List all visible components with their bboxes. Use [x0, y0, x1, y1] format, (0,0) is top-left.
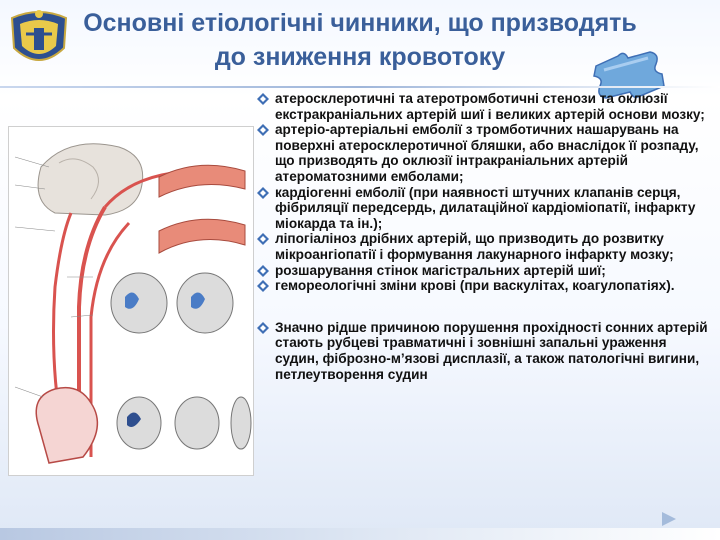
- bullet-item: розшарування стінок магістральних артері…: [252, 263, 714, 279]
- diamond-bullet-icon: [257, 321, 269, 334]
- cerebral-circulation-figure: [8, 126, 254, 476]
- next-slide-arrow-icon[interactable]: [658, 508, 680, 530]
- university-emblem-icon: [10, 10, 68, 61]
- title-line-1: Основні етіологічні чинники, що призводя…: [83, 9, 637, 37]
- diamond-bullet-icon: [257, 280, 269, 293]
- bullet-list: атеросклеротичні та атеротромботичні сте…: [252, 91, 714, 382]
- bullet-item: ліпогіаліноз дрібних артерій, що призвод…: [252, 231, 714, 262]
- diamond-bullet-icon: [257, 93, 269, 105]
- page-title: Основні етіологічні чинники, що призводя…: [80, 6, 640, 74]
- vascular-diagram: [14, 143, 252, 464]
- title-line-2: до зниження кровотоку: [214, 43, 506, 71]
- slide-header: Основні етіологічні чинники, що призводя…: [0, 0, 720, 99]
- diamond-bullet-icon: [257, 264, 269, 277]
- bullet-text: ліпогіаліноз дрібних артерій, що призвод…: [275, 231, 674, 262]
- bullet-item: атеросклеротичні та атеротромботичні сте…: [252, 91, 714, 122]
- bullet-item: гемореологічні зміни крові (при васкуліт…: [252, 278, 714, 294]
- bullet-item: артеріо-артеріальні емболії з тромботичн…: [252, 122, 714, 184]
- diamond-bullet-icon: [257, 233, 269, 246]
- bullet-text: атеросклеротичні та атеротромботичні сте…: [275, 91, 705, 122]
- bullet-text: розшарування стінок магістральних артері…: [275, 262, 606, 278]
- title-divider: [0, 86, 720, 88]
- bullet-text: кардіогенні емболії (при наявності штучн…: [275, 184, 696, 231]
- diamond-bullet-icon: [257, 124, 269, 137]
- bullet-text: гемореологічні зміни крові (при васкуліт…: [275, 278, 675, 294]
- bullet-item-extra: Значно рідше причиною порушення прохідно…: [252, 320, 714, 382]
- bullet-item: кардіогенні емболії (при наявності штучн…: [252, 185, 714, 232]
- bullet-gap: [252, 294, 714, 320]
- footer-bar: [0, 528, 720, 540]
- diamond-bullet-icon: [257, 186, 269, 199]
- bullet-text: Значно рідше причиною порушення прохідно…: [275, 319, 708, 382]
- bullet-text: артеріо-артеріальні емболії з тромботичн…: [275, 122, 699, 184]
